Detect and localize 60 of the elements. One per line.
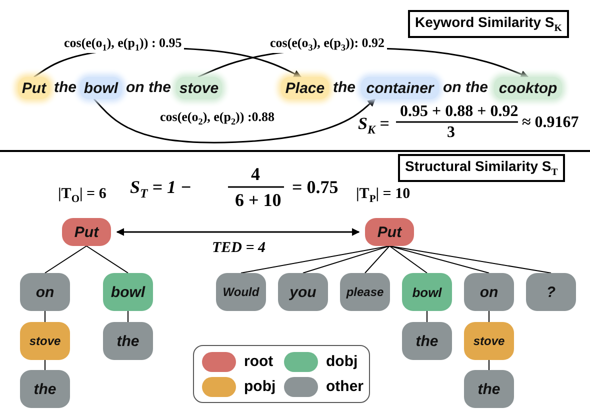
- tree-node: on: [20, 273, 70, 311]
- formula-denominator: 3: [447, 124, 455, 142]
- tree-node: stove: [20, 322, 70, 360]
- formula-denominator: 6 + 10: [235, 190, 282, 211]
- tree-branch: [86, 246, 128, 274]
- node-size-label: |T$_{P}$| = 10: [356, 186, 410, 205]
- tree-node: please: [340, 273, 390, 311]
- formula-text: = 0.75: [292, 177, 338, 198]
- edge-label: cos(e(o$_{2}$), e(p$_{2}$)) :0.88: [158, 109, 277, 127]
- tree-node: bowl: [103, 273, 153, 311]
- tree-node: Would: [216, 273, 266, 311]
- formula-text: ≈ 0.9167: [522, 114, 579, 132]
- tree-branch: [389, 246, 552, 274]
- tree-branch: [364, 246, 390, 274]
- tree-branch: [389, 246, 490, 274]
- formula-text: S$_{K}$ =: [358, 114, 390, 138]
- sentence-word: the: [333, 79, 356, 96]
- tree-node: the: [20, 370, 70, 408]
- sentence-word: the: [54, 79, 76, 96]
- highlighted-word: bowl: [80, 77, 122, 99]
- tree-branch: [488, 310, 490, 322]
- highlighted-word: container: [361, 77, 439, 99]
- tree-branch: [240, 246, 390, 274]
- tree-node: Put: [365, 218, 414, 246]
- legend-label: other: [326, 378, 364, 395]
- tree-branch: [426, 310, 428, 322]
- highlighted-word: cooktop: [494, 77, 562, 99]
- formula-numerator: 0.95 + 0.88 + 0.92: [400, 103, 518, 121]
- legend-label: root: [244, 353, 274, 370]
- tree-node: you: [278, 273, 328, 311]
- tree-branch: [389, 246, 428, 274]
- arrow: [116, 228, 360, 236]
- legend-label: pobj: [244, 378, 276, 395]
- tree-branch: [44, 310, 46, 322]
- tree-node: the: [402, 322, 452, 360]
- tree-node: ?: [526, 273, 576, 311]
- tree-branch: [488, 360, 490, 370]
- legend-label: dobj: [326, 353, 358, 370]
- tree-node: stove: [464, 322, 514, 360]
- tree-node: Put: [62, 218, 111, 246]
- edge-label: cos(e(o$_{1}$), e(p$_{1}$)) : 0.95: [62, 35, 184, 53]
- tree-node: the: [103, 322, 153, 360]
- formula-text: S$_{T}$ = 1 −: [130, 177, 192, 202]
- node-size-label: |T$_{O}$| = 6: [58, 186, 106, 205]
- tree-node: on: [464, 273, 514, 311]
- sentence-word: on the: [443, 79, 488, 96]
- highlighted-word: Put: [18, 77, 50, 99]
- highlighted-word: Place: [281, 77, 329, 99]
- tree-branch: [302, 246, 390, 274]
- tree-branch: [44, 360, 46, 370]
- tree-node: the: [464, 370, 514, 408]
- arrow: [93, 98, 376, 144]
- formula-numerator: 4: [251, 164, 260, 185]
- section-heading: Structural Similarity S$_{T}$: [398, 154, 565, 182]
- highlighted-word: stove: [176, 77, 222, 99]
- section-heading: Keyword Similarity S$_{K}$: [408, 10, 569, 38]
- tree-branch: [44, 246, 87, 274]
- sentence-word: on the: [126, 79, 171, 96]
- tree-node: bowl: [402, 273, 452, 311]
- edge-label: cos(e(o$_{3}$), e(p$_{3}$)): 0.92: [268, 35, 387, 53]
